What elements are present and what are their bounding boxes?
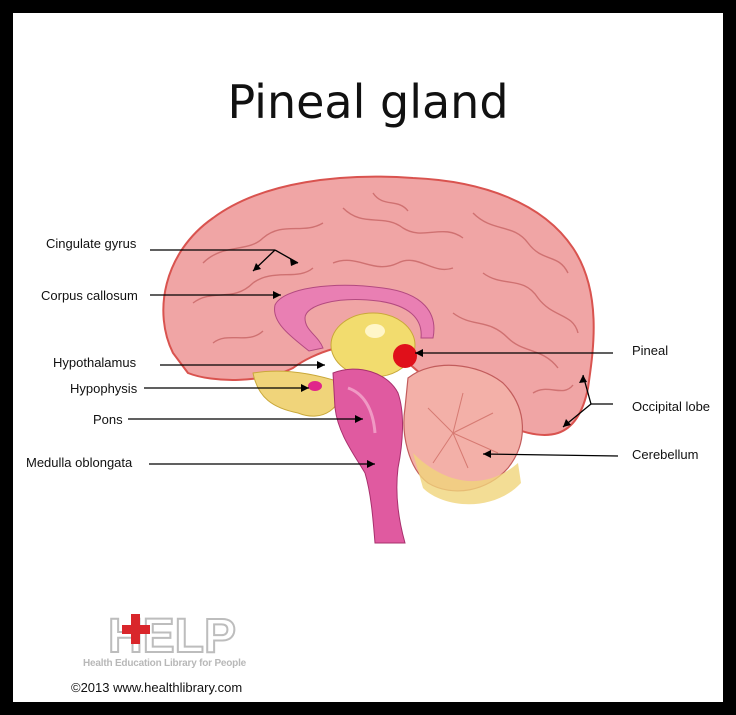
label-hypophysis: Hypophysis — [70, 381, 138, 396]
diagram-title: Pineal gland — [227, 75, 509, 129]
arbor-vitae — [427, 392, 499, 469]
label-cingulate-gyrus: Cingulate gyrus — [46, 236, 137, 251]
label-pineal: Pineal — [632, 343, 669, 358]
logo-mark: HELP — [108, 610, 236, 663]
gyri-texture — [192, 192, 579, 394]
label-medulla-oblongata: Medulla oblongata — [26, 455, 133, 470]
label-corpus-callosum: Corpus callosum — [41, 288, 138, 303]
logo-tagline: Health Education Library for People — [83, 658, 247, 669]
copyright-text: ©2013 www.healthlibrary.com — [71, 680, 243, 695]
pineal-gland-shape — [393, 344, 417, 368]
label-pons: Pons — [93, 412, 123, 427]
help-logo: HELP — [108, 609, 237, 664]
label-occipital-lobe: Occipital lobe — [632, 399, 711, 414]
hypophysis-shape — [308, 381, 322, 391]
label-cerebellum: Cerebellum — [632, 447, 699, 462]
diagram-frame: Pineal gland — [13, 13, 723, 702]
corpus-callosum-shape — [274, 284, 435, 352]
brain-illustration — [128, 175, 619, 544]
label-hypothalamus: Hypothalamus — [53, 355, 137, 370]
basal-region — [252, 370, 344, 417]
arrowheads — [253, 259, 587, 468]
brainstem-shape — [332, 368, 406, 544]
